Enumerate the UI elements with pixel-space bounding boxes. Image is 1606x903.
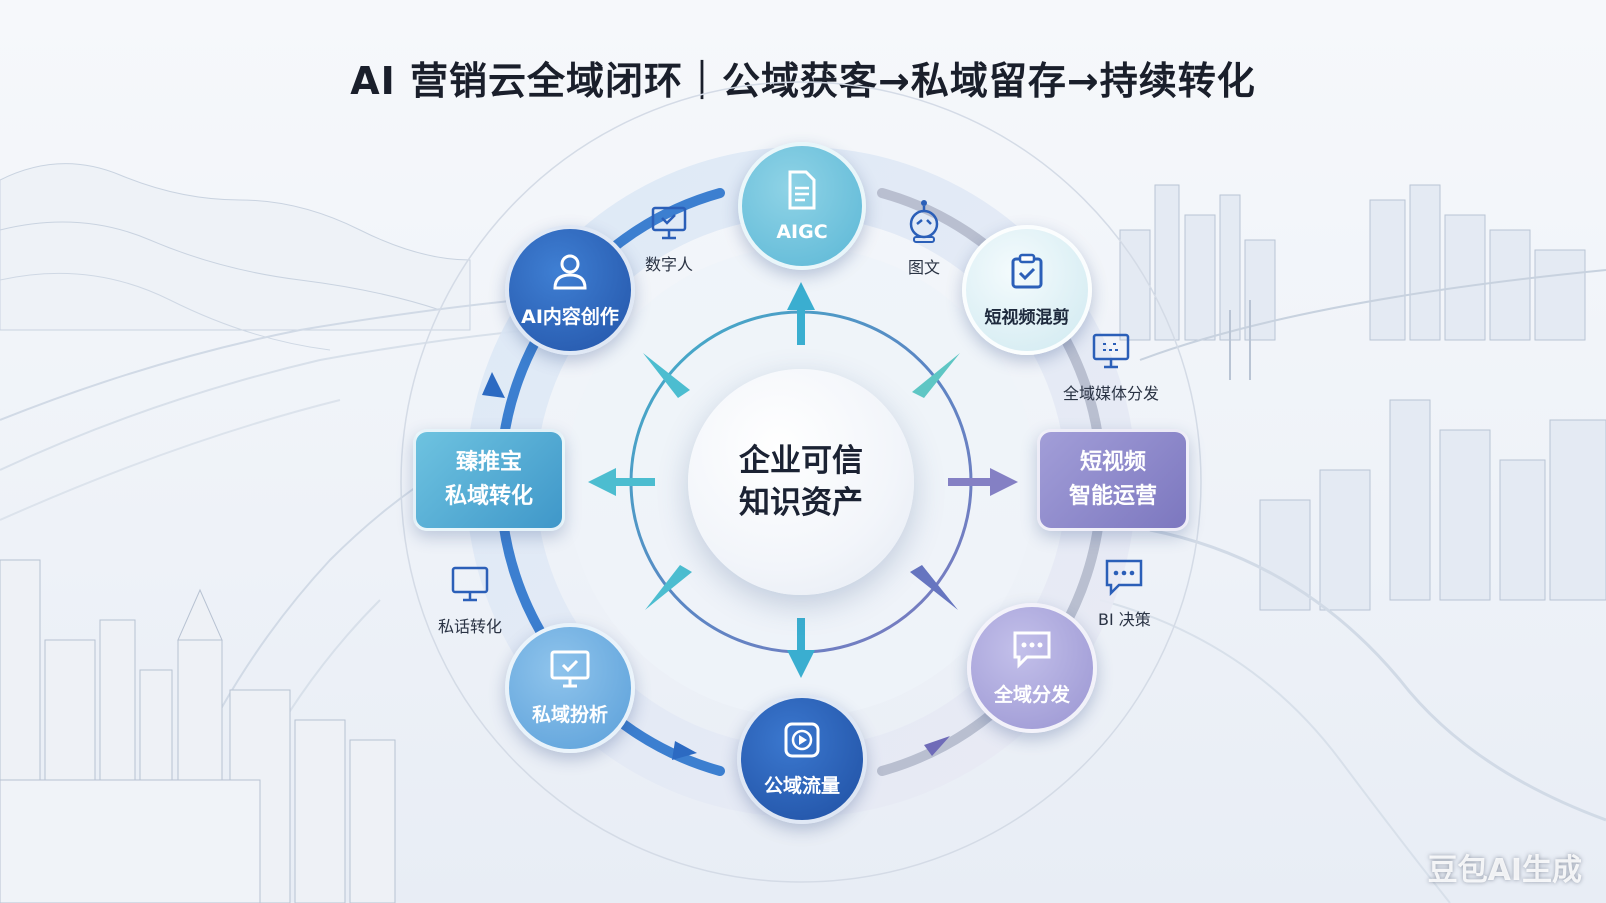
- omni-media-label: 全域媒体分发: [1063, 384, 1160, 403]
- monitor-icon: [1091, 332, 1131, 374]
- monitor-check-icon: [549, 649, 591, 694]
- clipboard-check-icon: [1007, 252, 1047, 297]
- radial-arrows: [588, 282, 1018, 678]
- zhentuibao-line1: 臻推宝: [455, 450, 522, 475]
- watermark: 豆包AI生成: [1427, 853, 1582, 888]
- node-ai-content-label: AI内容创作: [521, 306, 619, 328]
- item-private-chat: 私话转化: [438, 565, 502, 637]
- node-aigc-label: AIGC: [776, 220, 828, 243]
- outer-boundary: [400, 81, 1202, 883]
- node-omni-dist[interactable]: 全域分发: [967, 603, 1097, 733]
- arc-arrow-bottom-right: [924, 736, 950, 756]
- arc-arrow-left: [482, 372, 505, 398]
- digital-human-label: 数字人: [645, 255, 694, 274]
- center-knowledge-assets: 企业可信 知识资产: [688, 369, 914, 595]
- node-public-flow[interactable]: 公域流量: [737, 694, 867, 824]
- node-aigc[interactable]: AIGC: [738, 142, 866, 270]
- item-omni-media: 全域媒体分发: [1063, 332, 1159, 404]
- node-public-flow-label: 公域流量: [763, 775, 840, 797]
- node-short-video-mix[interactable]: 短视频混剪: [962, 225, 1092, 355]
- monitor-icon: [450, 565, 490, 607]
- chat-dots-icon: [1011, 629, 1053, 674]
- item-bi: BI 决策: [1098, 558, 1151, 630]
- center-line1: 企业可信: [739, 443, 863, 479]
- short-video-ops-line2: 智能运营: [1068, 484, 1157, 509]
- item-digital-human: 数字人: [645, 205, 693, 275]
- private-chat-label: 私话转化: [438, 617, 503, 636]
- node-ai-content[interactable]: AI内容创作: [505, 225, 635, 355]
- robot-icon: [905, 198, 943, 248]
- short-video-ops-line1: 短视频: [1079, 450, 1146, 475]
- item-image-text: 图文: [905, 198, 943, 278]
- node-zhentuibao[interactable]: 臻推宝 私域转化: [413, 429, 565, 531]
- chat-dots-icon: [1104, 558, 1144, 600]
- page-title: AI 营销云全域闭环｜公域获客→私域留存→持续转化: [350, 59, 1256, 103]
- document-icon: [784, 170, 820, 215]
- arc-arrow-bottom-left: [672, 741, 697, 760]
- node-short-video-ops[interactable]: 短视频 智能运营: [1037, 429, 1189, 531]
- monitor-check-icon: [650, 205, 688, 245]
- user-icon: [550, 251, 590, 296]
- node-short-video-mix-label: 短视频混剪: [984, 308, 1070, 328]
- bi-label: BI 决策: [1098, 610, 1151, 629]
- node-omni-dist-label: 全域分发: [993, 684, 1070, 706]
- zhentuibao-line2: 私域转化: [444, 484, 533, 509]
- play-video-icon: [782, 720, 822, 765]
- node-private-analysis[interactable]: 私域扮析: [505, 623, 635, 753]
- center-line2: 知识资产: [739, 485, 863, 521]
- image-text-label: 图文: [907, 258, 940, 277]
- node-private-analysis-label: 私域扮析: [531, 704, 608, 726]
